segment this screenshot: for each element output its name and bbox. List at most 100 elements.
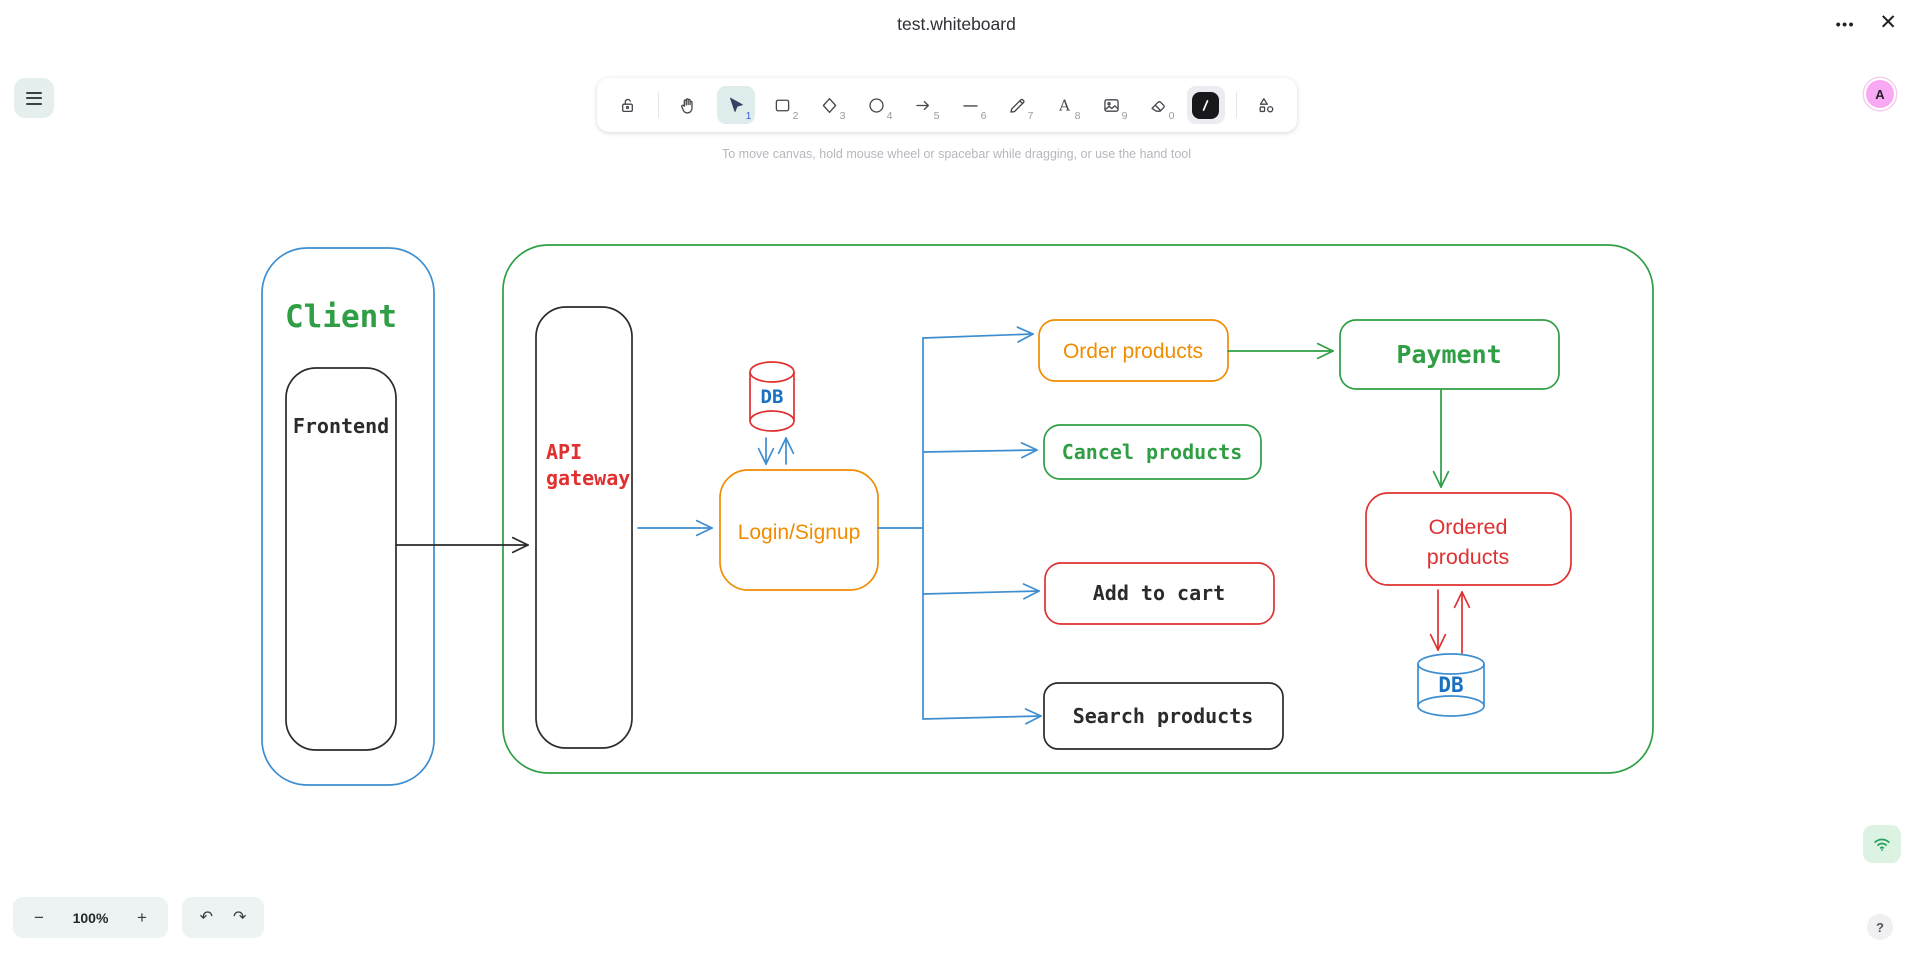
zoom-level[interactable]: 100% xyxy=(72,909,109,926)
edge-trunk-to-order[interactable] xyxy=(922,326,1034,343)
tool-lock-button[interactable] xyxy=(609,86,647,124)
avatar[interactable]: A xyxy=(1864,78,1896,110)
hamburger-icon xyxy=(26,102,42,105)
selection-cursor-icon xyxy=(729,97,743,112)
hamburger-icon xyxy=(26,97,42,99)
node-order-products[interactable]: Order products xyxy=(1038,319,1229,382)
main-menu-button[interactable] xyxy=(14,78,54,118)
laser-core xyxy=(1192,91,1219,119)
more-options-button[interactable]: ••• xyxy=(1836,16,1855,32)
edge-order-to-payment[interactable] xyxy=(1227,342,1334,360)
tool-diamond-button[interactable]: 3 xyxy=(811,86,849,124)
wifi-icon xyxy=(1874,838,1890,851)
shape-label: Payment xyxy=(1396,340,1501,369)
shapes-icon xyxy=(1259,97,1274,112)
node-ordered-products[interactable]: Ordered products xyxy=(1365,492,1572,586)
shape-label: API xyxy=(546,440,582,464)
node-payment[interactable]: Payment xyxy=(1339,319,1560,390)
arrow-icon xyxy=(916,100,929,110)
more-options-icon: ••• xyxy=(1835,16,1855,32)
tool-line-button[interactable]: 6 xyxy=(952,86,990,124)
toolbar-divider xyxy=(1235,92,1237,118)
edge-ordersdb-to-ordered[interactable] xyxy=(1453,591,1471,654)
container-backend-container[interactable] xyxy=(502,244,1654,774)
container-client-container[interactable] xyxy=(261,247,435,786)
tool-shortcut-label: 7 xyxy=(1027,110,1034,122)
zoom-in-button[interactable]: + xyxy=(137,907,147,927)
tool-shortcut-label: 2 xyxy=(792,110,799,122)
edge-frontend-to-gateway[interactable] xyxy=(395,536,529,554)
node-login-signup[interactable]: Login/Signup xyxy=(719,469,879,591)
zoom-controls: − 100% + xyxy=(13,897,168,938)
tool-hand-button[interactable] xyxy=(670,86,708,124)
laser-icon xyxy=(1202,99,1209,111)
edge-trunk-to-cancel[interactable] xyxy=(922,442,1038,459)
redo-icon: ↷ xyxy=(233,908,247,926)
database-auth-db[interactable]: DB xyxy=(749,361,795,432)
redo-button[interactable]: ↷ xyxy=(233,908,247,926)
tool-rectangle-button[interactable]: 2 xyxy=(764,86,802,124)
help-button[interactable]: ? xyxy=(1867,914,1893,940)
image-icon xyxy=(1104,98,1119,112)
edge-trunk-to-search[interactable] xyxy=(922,708,1042,725)
tool-draw-button[interactable]: 7 xyxy=(999,86,1037,124)
label-client-label[interactable]: Client xyxy=(285,299,397,335)
shape-label: Client xyxy=(285,299,397,335)
tool-arrow-button[interactable]: 5 xyxy=(905,86,943,124)
svg-text:A: A xyxy=(1058,96,1070,114)
database-orders-db[interactable]: DB xyxy=(1417,653,1485,717)
shape-label: Frontend xyxy=(293,414,389,438)
node-frontend[interactable]: Frontend xyxy=(285,367,397,751)
tool-shortcut-label: 4 xyxy=(886,110,893,122)
canvas-hint: To move canvas, hold mouse wheel or spac… xyxy=(721,147,1192,161)
shape-label: Ordered xyxy=(1429,515,1508,539)
zoom-out-button[interactable]: − xyxy=(34,907,44,927)
tool-shortcut-label: 8 xyxy=(1074,110,1081,122)
hand-icon xyxy=(681,97,693,114)
edge-payment-to-ordered[interactable] xyxy=(1432,389,1450,488)
shape-label: gateway xyxy=(546,466,630,490)
edge-ordered-to-ordersdb[interactable] xyxy=(1429,589,1447,651)
line-icon xyxy=(963,104,978,107)
toolbar-divider xyxy=(657,92,659,118)
rectangle-icon xyxy=(775,99,790,111)
edge-login-to-authdb[interactable] xyxy=(777,437,795,465)
shape-label: Search products xyxy=(1073,704,1254,728)
tool-selection-button[interactable]: 1 xyxy=(716,86,755,124)
lock-icon xyxy=(622,98,633,112)
edge-gateway-to-login[interactable] xyxy=(637,519,713,537)
tool-shortcut-label: 3 xyxy=(839,110,846,122)
tool-ellipse-button[interactable]: 4 xyxy=(858,86,896,124)
tool-shortcut-label: 6 xyxy=(980,110,987,122)
tool-eraser-button[interactable]: 0 xyxy=(1140,86,1178,124)
close-icon: ✕ xyxy=(1879,11,1897,34)
edge-trunk-to-addcart[interactable] xyxy=(922,583,1040,600)
shape-label: Order products xyxy=(1063,340,1203,363)
tool-shortcut-label: 0 xyxy=(1168,110,1175,122)
close-button[interactable]: ✕ xyxy=(1879,10,1897,35)
shape-label: Add to cart xyxy=(1093,581,1225,605)
hamburger-icon xyxy=(26,91,42,94)
avatar-initial: A xyxy=(1875,86,1885,102)
diamond-icon xyxy=(822,97,837,113)
edge-authdb-to-login[interactable] xyxy=(757,437,775,465)
tool-image-button[interactable]: 9 xyxy=(1093,86,1131,124)
shape-label: Cancel products xyxy=(1062,440,1243,464)
tool-laser-button[interactable] xyxy=(1186,86,1225,124)
text-icon: A xyxy=(1058,96,1070,114)
connection-status-button[interactable] xyxy=(1863,825,1901,863)
tool-more-shapes-button[interactable] xyxy=(1248,86,1286,124)
undo-button[interactable]: ↶ xyxy=(200,909,213,926)
node-search-products[interactable]: Search products xyxy=(1043,682,1284,750)
node-cancel-products[interactable]: Cancel products xyxy=(1043,424,1262,480)
help-icon: ? xyxy=(1876,919,1884,935)
node-add-to-cart[interactable]: Add to cart xyxy=(1044,562,1275,625)
shape-label: products xyxy=(1427,545,1509,569)
tool-shortcut-label: 1 xyxy=(745,110,752,122)
eraser-icon xyxy=(1151,100,1165,112)
